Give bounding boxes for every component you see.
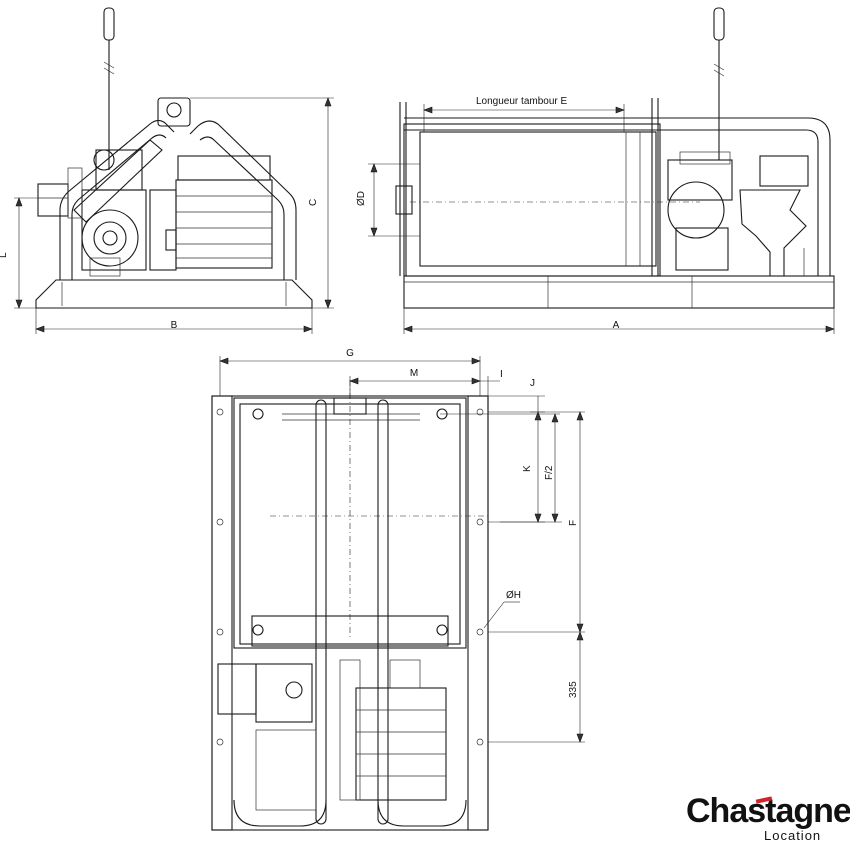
label-dim-i: I: [500, 369, 503, 380]
side-valve-block: [37, 183, 69, 217]
lifting-eye: [157, 97, 191, 127]
front-view: [368, 7, 835, 334]
label-dim-335: 335: [568, 681, 579, 698]
top-view: [211, 356, 585, 831]
side-view: [14, 7, 334, 334]
drum: [419, 131, 657, 267]
label-dim-f2: F/2: [544, 465, 555, 480]
side-base: [35, 279, 313, 309]
label-dim-m: M: [410, 368, 418, 379]
label-dim-j: J: [530, 378, 535, 389]
label-dim-c: C: [308, 199, 319, 206]
top-gearbox: [255, 663, 313, 723]
label-dim-h: ØH: [506, 590, 521, 601]
label-dim-l: L: [0, 252, 9, 258]
drum-flange: [81, 209, 139, 267]
label-dim-k: K: [522, 465, 533, 472]
front-motor: [667, 181, 725, 239]
motor-body: [175, 179, 273, 269]
lever-grip: [103, 7, 115, 41]
top-motor: [355, 687, 447, 801]
label-dim-a: A: [613, 320, 620, 331]
logo-sub: Location: [764, 828, 822, 843]
brand-logo: Chastagner Location: [686, 792, 850, 848]
label-drum-length: Longueur tambour E: [476, 96, 568, 107]
lever-grip-front: [713, 7, 725, 41]
label-dim-b: B: [171, 320, 178, 331]
label-dim-g: G: [346, 348, 354, 359]
front-base: [403, 275, 835, 309]
label-dim-f: F: [568, 520, 579, 526]
label-dim-d: ØD: [356, 191, 367, 206]
